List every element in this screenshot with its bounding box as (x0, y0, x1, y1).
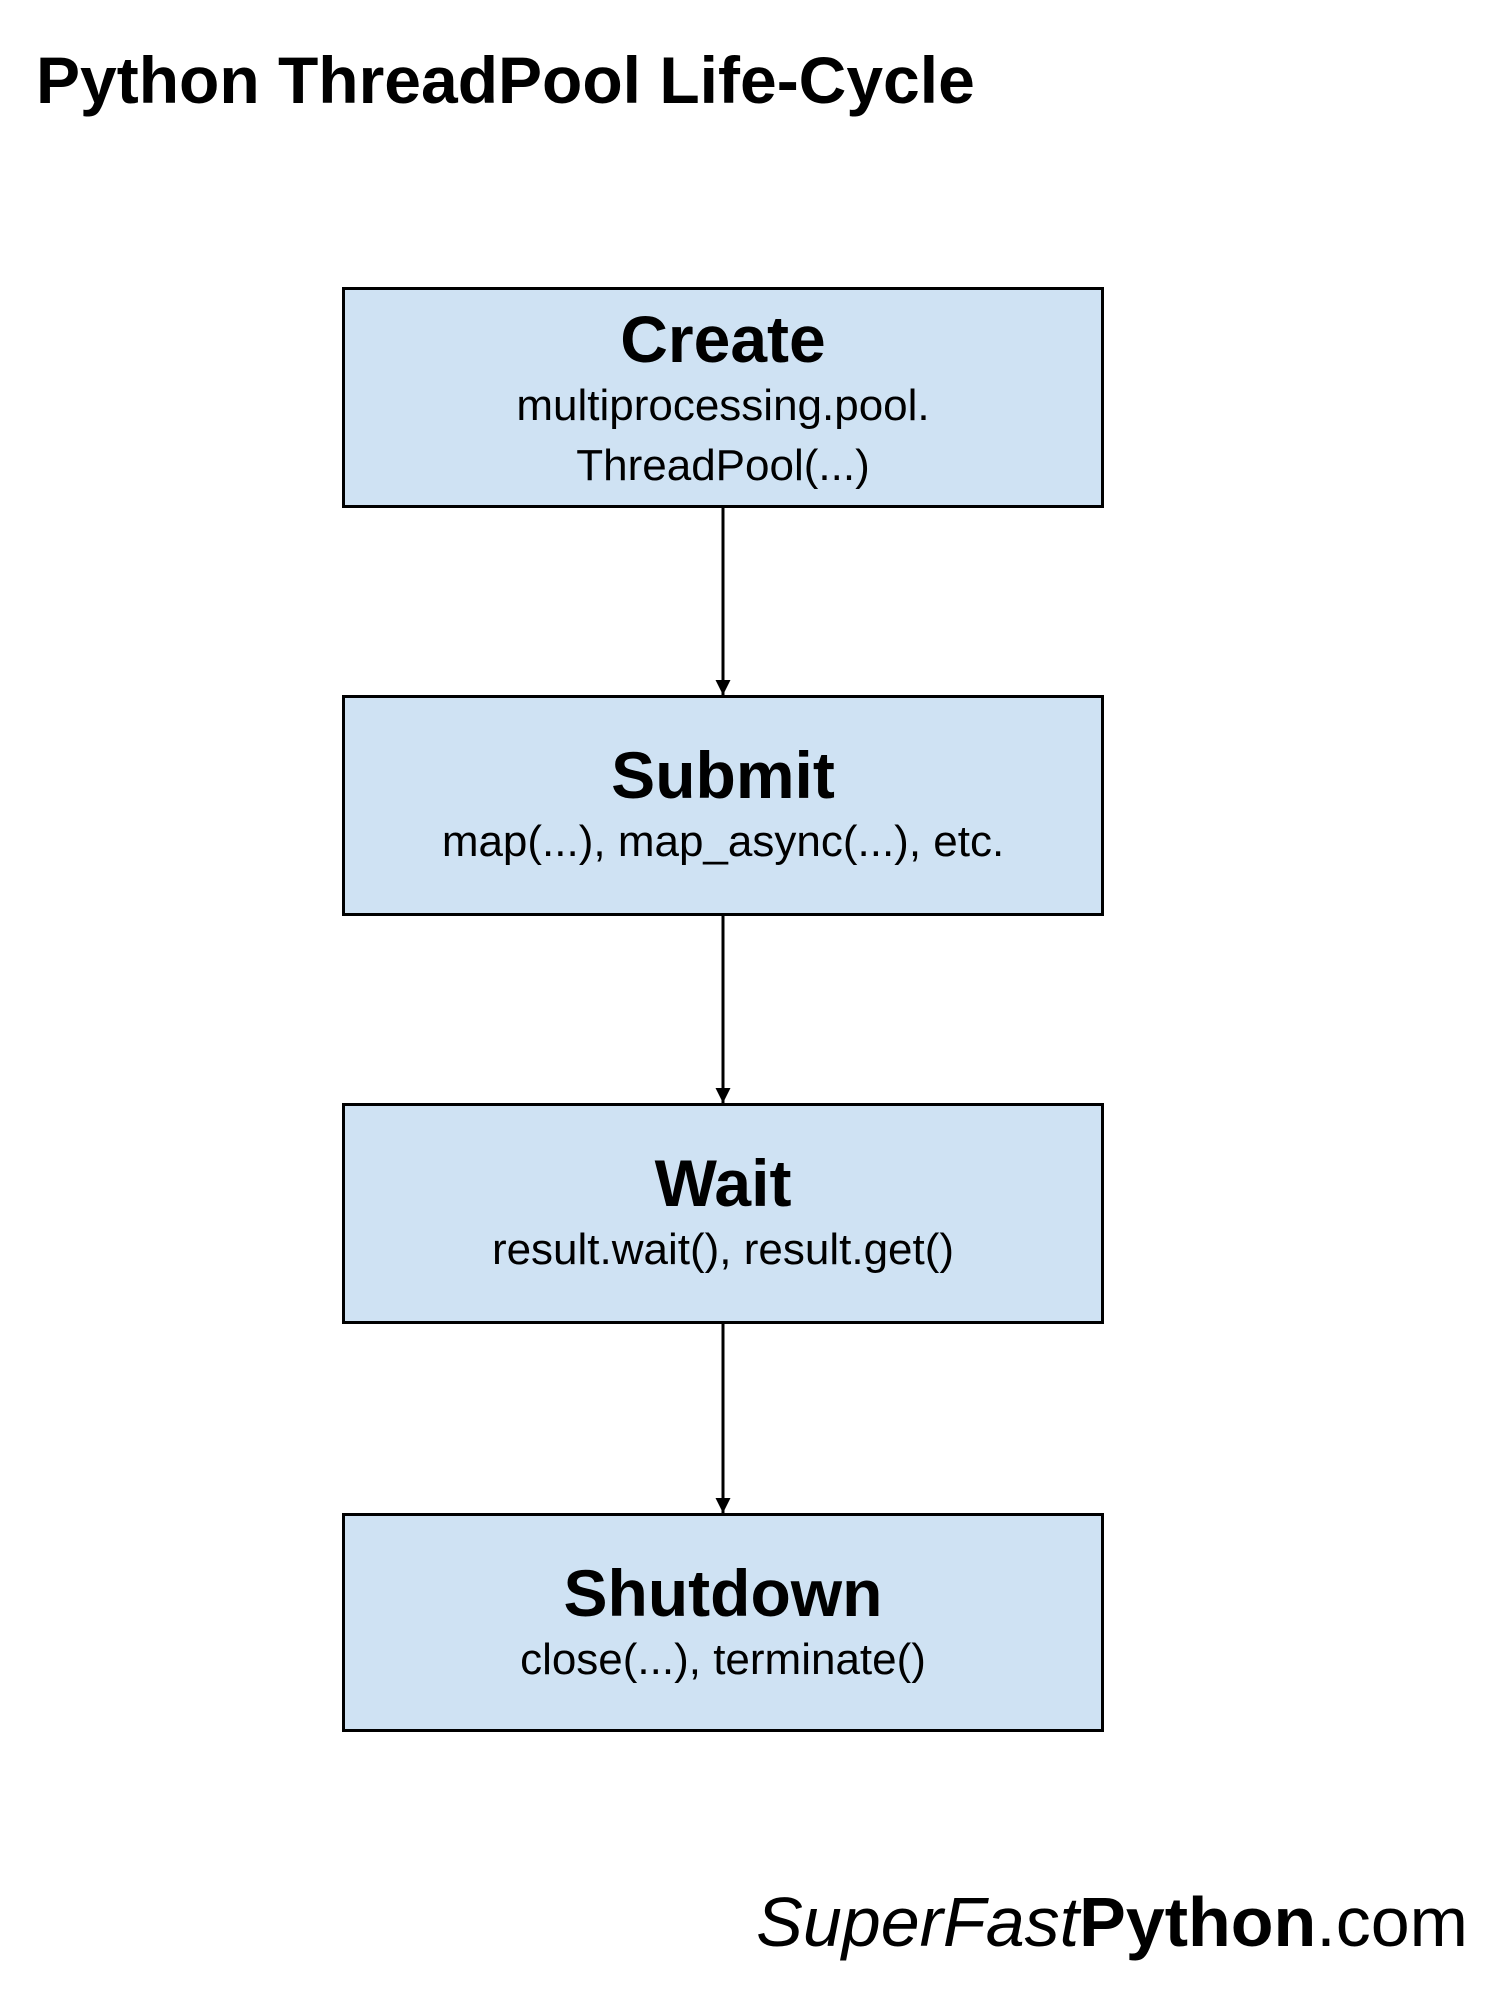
diagram-title: Python ThreadPool Life-Cycle (36, 43, 975, 117)
step-create-title: Create (620, 302, 826, 376)
step-wait-detail: result.wait(), result.get() (491, 1225, 955, 1274)
step-submit-title: Submit (611, 738, 835, 812)
step-wait-title: Wait (654, 1146, 792, 1220)
step-shutdown-detail: close(...), terminate() (520, 1635, 926, 1684)
branding-part-python: Python (1079, 1883, 1317, 1961)
step-create-detail-line2: ThreadPool(...) (576, 441, 870, 490)
branding-part-domain: .com (1316, 1883, 1468, 1961)
branding-part-superfast: SuperFast (756, 1883, 1080, 1961)
step-submit-box: Submit map(...), map_async(...), etc. (342, 695, 1104, 916)
step-wait-box: Wait result.wait(), result.get() (342, 1103, 1104, 1324)
step-shutdown-title: Shutdown (563, 1556, 883, 1630)
step-create-box: Create multiprocessing.pool. ThreadPool(… (342, 287, 1104, 508)
step-submit-detail: map(...), map_async(...), etc. (441, 817, 1005, 866)
step-shutdown-box: Shutdown close(...), terminate() (342, 1513, 1104, 1732)
site-branding: SuperFastPython.com (756, 1880, 1468, 1964)
step-create-detail-line1: multiprocessing.pool. (516, 381, 930, 430)
